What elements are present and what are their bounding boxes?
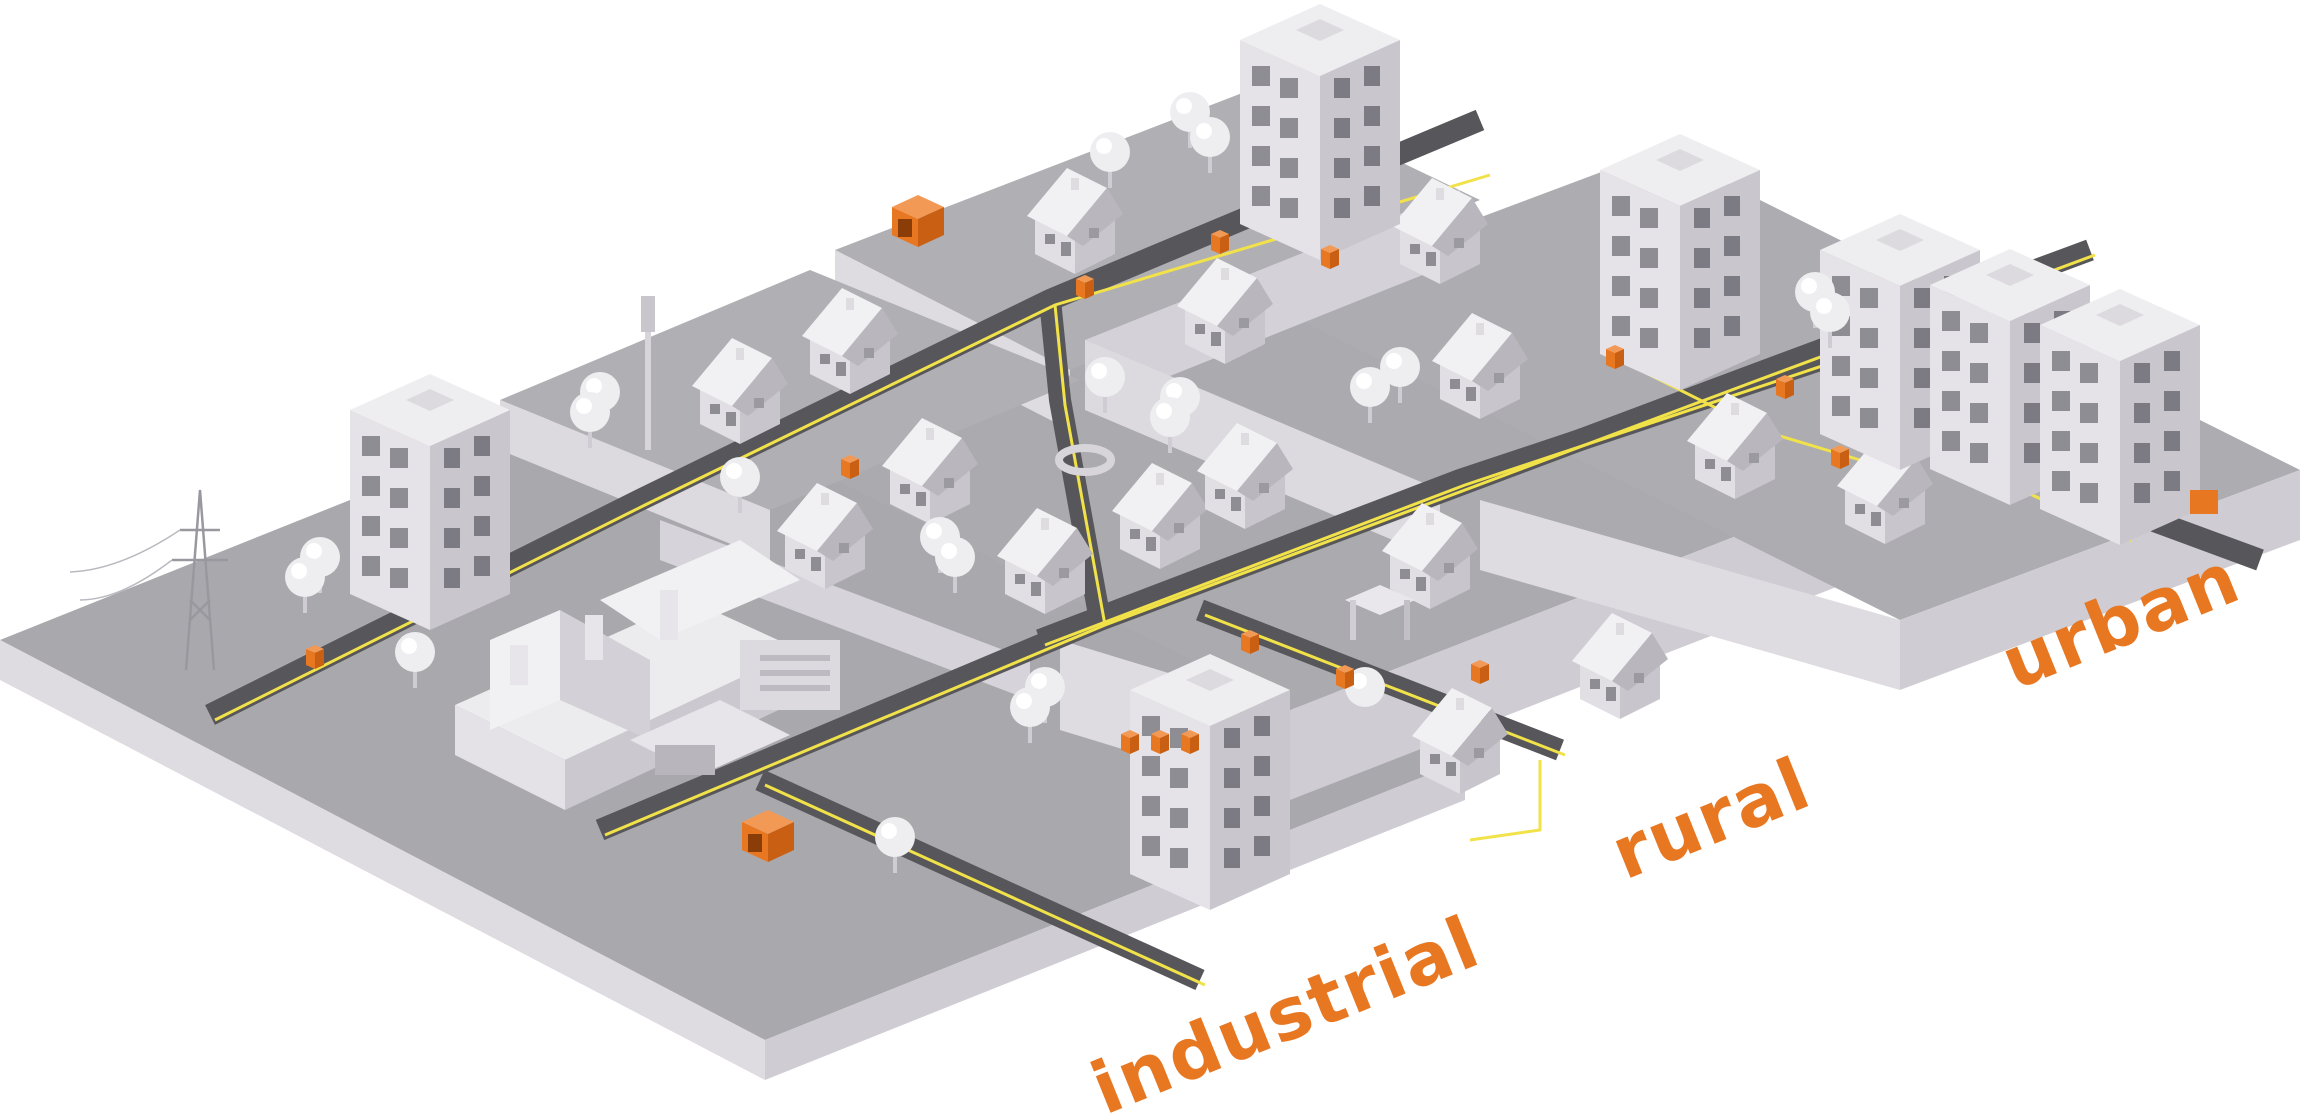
urban-substation <box>2190 490 2218 514</box>
cell-antenna-icon <box>641 296 655 450</box>
power-pylon-icon <box>69 489 228 671</box>
factory-icon <box>455 540 840 810</box>
label-rural: rural <box>1600 741 1822 896</box>
roundabout <box>1055 444 1115 476</box>
bus-stop <box>1345 585 1415 640</box>
label-industrial: industrial <box>1080 899 1491 1118</box>
